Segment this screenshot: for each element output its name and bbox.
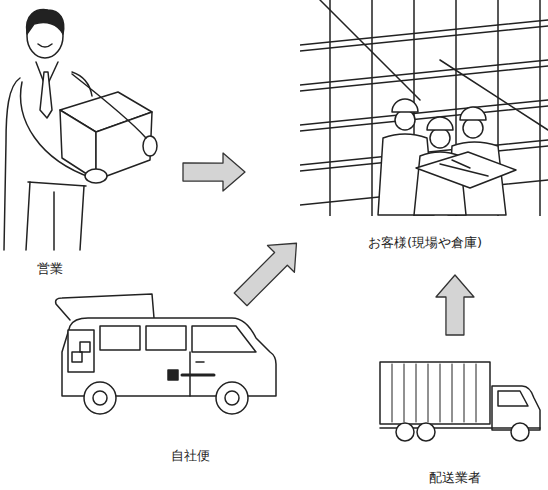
node-label: お客様(現場や倉庫): [368, 235, 482, 251]
delivery-truck-part: [417, 423, 435, 441]
workers-part: [392, 99, 418, 112]
salesman-figure-part: [40, 72, 52, 118]
workers-part: [416, 152, 516, 188]
salesman-figure-part: [143, 136, 157, 156]
delivery-truck-part: [380, 362, 490, 424]
delivery-truck-part: [392, 364, 476, 422]
workers-part: [395, 110, 415, 130]
block-arrow: [234, 243, 296, 305]
delivery-truck-part: [511, 423, 529, 441]
company-van-part: [100, 326, 140, 350]
workers-part: [460, 107, 486, 120]
company-van-part: [72, 352, 82, 362]
company-van-part: [68, 330, 94, 372]
workers-part: [430, 128, 450, 148]
delivery-truck: [380, 362, 540, 441]
workers-part: [427, 117, 453, 130]
node-label: 自社便: [171, 448, 210, 464]
company-van-part: [84, 382, 116, 414]
delivery-truck-part: [396, 423, 414, 441]
construction-site: [300, 0, 548, 216]
salesman-figure-part: [27, 10, 64, 34]
salesman-figure-part: [72, 74, 146, 138]
company-van-part: [146, 326, 186, 350]
node-label: 営業: [37, 261, 63, 277]
company-van-part: [56, 294, 154, 320]
company-van: [56, 294, 276, 414]
sales-group: 営業: [0, 0, 165, 285]
salesman-figure-part: [4, 78, 20, 250]
truck-group: 配送業者: [375, 355, 548, 488]
company-van-part: [225, 391, 239, 405]
block-arrow: [183, 153, 245, 191]
workers: [378, 99, 516, 215]
company-van-part: [80, 342, 90, 352]
salesman-figure-part: [85, 169, 107, 183]
customer-site: お客様(現場や倉庫): [300, 0, 548, 255]
company-van-part: [168, 370, 178, 380]
company-van-part: [216, 382, 248, 414]
salesman-figure-part: [28, 182, 86, 186]
company-van-part: [93, 391, 107, 405]
workers-part: [440, 160, 488, 176]
construction-site-part: [320, 0, 548, 130]
node-label: 配送業者: [429, 470, 481, 486]
company-van-part: [182, 374, 214, 377]
salesman-figure-part: [26, 182, 84, 250]
company-van-part: [192, 326, 256, 352]
salesman-figure-part: [38, 44, 52, 47]
van-group: 自社便: [45, 305, 275, 470]
salesman-figure: [4, 10, 157, 250]
block-arrow: [436, 275, 474, 335]
delivery-truck-part: [498, 391, 528, 406]
workers-part: [463, 118, 483, 138]
